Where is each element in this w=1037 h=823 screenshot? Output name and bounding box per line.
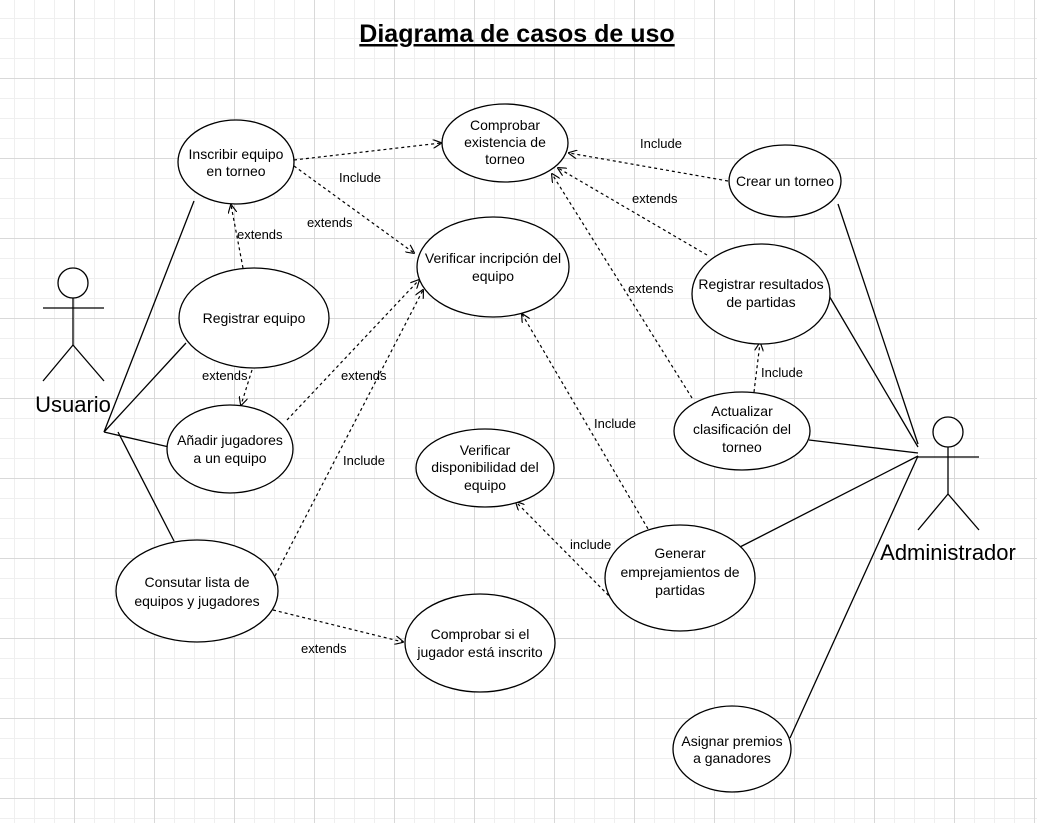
svg-text:Consutar lista de: Consutar lista de	[144, 574, 249, 590]
svg-text:Asignar premios: Asignar premios	[681, 733, 782, 749]
use-case-verificar-inscripcion: Verificar incripción del equipo	[416, 216, 570, 318]
svg-text:clasificación del: clasificación del	[693, 421, 791, 437]
actor-head-icon	[57, 267, 89, 299]
svg-text:Inscribir equipo: Inscribir equipo	[189, 146, 284, 162]
use-case-registrar-equipo: Registrar equipo	[178, 267, 330, 369]
svg-text:Registrar equipo: Registrar equipo	[203, 310, 306, 326]
svg-text:equipo: equipo	[464, 477, 506, 493]
label-extends-7: extends	[628, 281, 674, 296]
svg-text:disponibilidad del: disponibilidad del	[431, 459, 538, 475]
use-case-verificar-disponibilidad: Verificar disponibilidad del equipo	[415, 428, 555, 508]
svg-text:torneo: torneo	[485, 151, 525, 167]
svg-text:a un equipo: a un equipo	[193, 450, 266, 466]
use-case-registrar-resultados: Registrar resultados de partidas	[691, 243, 831, 345]
label-include-4: Include	[761, 365, 803, 380]
actor-administrador: Administrador	[880, 416, 1016, 565]
label-include-2: Include	[343, 453, 385, 468]
admin-associations	[737, 203, 919, 739]
svg-text:existencia de: existencia de	[464, 134, 546, 150]
svg-text:emprejamientos de: emprejamientos de	[620, 564, 739, 580]
svg-text:Actualizar: Actualizar	[711, 403, 773, 419]
use-case-crear-torneo: Crear un torneo	[728, 144, 842, 218]
svg-text:jugador está inscrito: jugador está inscrito	[416, 644, 543, 660]
svg-text:Crear un torneo: Crear un torneo	[736, 173, 834, 189]
svg-text:de partidas: de partidas	[726, 294, 795, 310]
actor-usuario-label: Usuario	[35, 392, 111, 417]
svg-text:Generar: Generar	[654, 545, 706, 561]
label-extends-1: extends	[307, 215, 353, 230]
label-extends-4: extends	[341, 368, 387, 383]
label-extends-3: extends	[202, 368, 248, 383]
diagram-title: Diagrama de casos de uso	[359, 20, 674, 48]
label-include-5: Include	[594, 416, 636, 431]
svg-text:equipos y jugadores: equipos y jugadores	[134, 593, 259, 609]
user-associations	[103, 200, 195, 542]
label-extends-5: extends	[301, 641, 347, 656]
svg-text:torneo: torneo	[722, 439, 762, 455]
use-case-consultar-lista: Consutar lista de equipos y jugadores	[115, 539, 279, 643]
svg-text:Verificar: Verificar	[460, 442, 511, 458]
use-case-comprobar-existencia: Comprobar existencia de torneo	[441, 103, 569, 183]
svg-text:partidas: partidas	[655, 582, 705, 598]
svg-text:en torneo: en torneo	[206, 163, 265, 179]
actor-administrador-label: Administrador	[880, 540, 1016, 565]
svg-text:Verificar incripción del: Verificar incripción del	[425, 250, 561, 266]
svg-text:equipo: equipo	[472, 268, 514, 284]
dependency-arrows	[231, 143, 760, 642]
use-case-inscribir: Inscribir equipo en torneo	[177, 119, 295, 205]
svg-text:Comprobar: Comprobar	[470, 117, 540, 133]
label-extends-6: extends	[632, 191, 678, 206]
relation-labels: Include extends extends extends extends …	[202, 136, 803, 656]
use-case-actualizar-clasificacion: Actualizar clasificación del torneo	[673, 391, 811, 471]
label-extends-2: extends	[237, 227, 283, 242]
svg-text:a ganadores: a ganadores	[693, 750, 771, 766]
label-include-6: include	[570, 537, 611, 552]
use-case-generar-emparejamientos: Generar emprejamientos de partidas	[604, 524, 756, 632]
actor-usuario: Usuario	[35, 267, 111, 417]
label-include-3: Include	[640, 136, 682, 151]
svg-text:Registrar resultados: Registrar resultados	[698, 276, 823, 292]
label-include-1: Include	[339, 170, 381, 185]
actor-head-icon	[932, 416, 964, 448]
svg-text:Comprobar si el: Comprobar si el	[431, 626, 530, 642]
svg-text:Añadir jugadores: Añadir jugadores	[177, 432, 283, 448]
use-case-asignar-premios: Asignar premios a ganadores	[672, 705, 792, 793]
use-case-anadir-jugadores: Añadir jugadores a un equipo	[166, 404, 294, 494]
use-case-comprobar-jugador: Comprobar si el jugador está inscrito	[404, 593, 556, 693]
